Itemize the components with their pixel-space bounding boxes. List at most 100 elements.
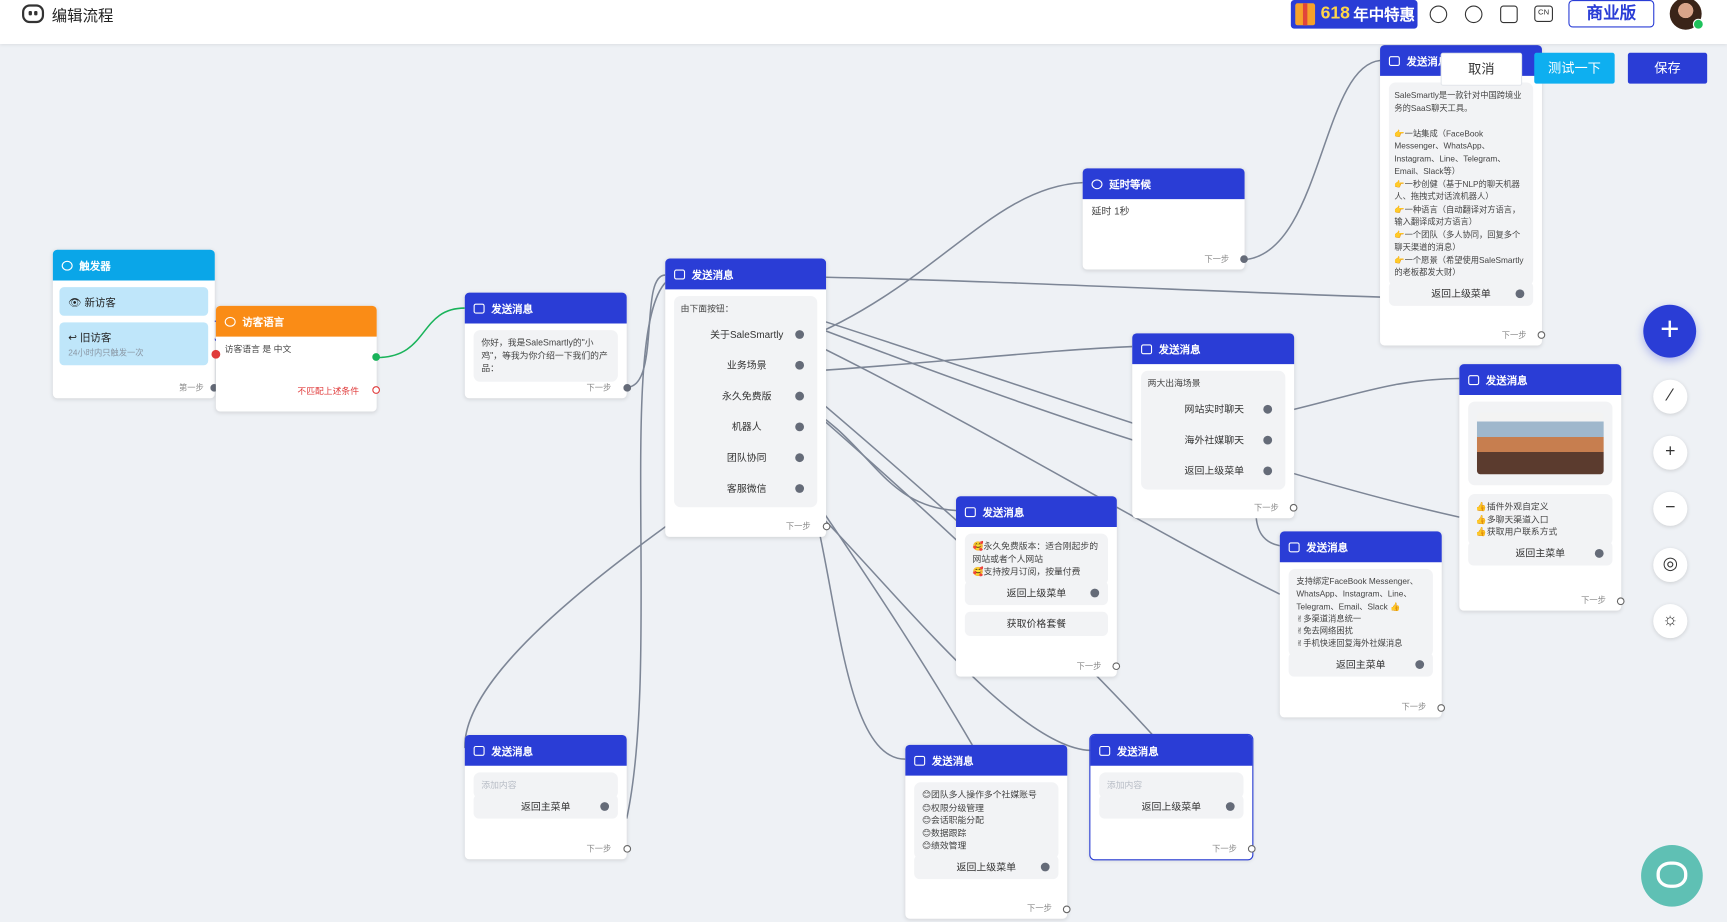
- message-icon: [473, 303, 485, 314]
- menu-out-port[interactable]: [822, 522, 831, 531]
- free-back-button[interactable]: 返回上级菜单: [964, 580, 1109, 605]
- social-out-port[interactable]: [1437, 704, 1446, 712]
- robot-out-port[interactable]: [623, 844, 632, 853]
- menu-option-robot[interactable]: 机器人: [680, 414, 813, 439]
- devices-icon[interactable]: [1500, 5, 1518, 24]
- scenes-option-social[interactable]: 海外社媒聊天: [1147, 427, 1281, 452]
- test-button[interactable]: 测试一下: [1534, 52, 1615, 84]
- condition-match-port[interactable]: [372, 353, 380, 361]
- team-out-port[interactable]: [1062, 905, 1071, 914]
- scenes-message-node[interactable]: 发送消息 两大出海场景 网站实时聊天 海外社媒聊天 返回上级菜单 下一步: [1132, 333, 1298, 519]
- team-message-node[interactable]: 发送消息 😊团队多人操作多个社媒账号 😊权限分级管理 😊会话职能分配 😊数据跟踪…: [905, 744, 1071, 919]
- about-back-button[interactable]: 返回上级菜单: [1388, 281, 1534, 306]
- menu-option-robot-port[interactable]: [795, 421, 805, 431]
- widget-back-port[interactable]: [1594, 548, 1604, 558]
- trigger-new-visitor[interactable]: 👁 新访客: [59, 287, 209, 316]
- widget-back-label: 返回主菜单: [1515, 547, 1566, 559]
- condition-else: 不匹配上述条件: [297, 386, 360, 397]
- about-title: 发送消息: [1406, 56, 1449, 69]
- robot-message-node[interactable]: 发送消息 添加内容 返回主菜单 下一步: [464, 734, 632, 860]
- pie-chart-icon[interactable]: [1464, 5, 1483, 24]
- lightbulb-icon[interactable]: ☼: [1653, 604, 1688, 639]
- trigger-returning-visitor[interactable]: ↩ 旧访客 24小时内只触发一次: [59, 322, 209, 366]
- scenes-option-back-label: 返回上级菜单: [1184, 464, 1245, 476]
- scenes-option-web[interactable]: 网站实时聊天: [1148, 397, 1281, 421]
- about-next: 下一步: [1501, 330, 1527, 340]
- about-back-port[interactable]: [1515, 288, 1525, 298]
- free-out-port[interactable]: [1112, 662, 1121, 671]
- scenes-out-port[interactable]: [1289, 503, 1298, 512]
- menu-option-team-port[interactable]: [795, 452, 805, 462]
- scenes-option-back-port[interactable]: [1263, 465, 1273, 475]
- condition-node[interactable]: 访客语言 访客语言 是 中文 不匹配上述条件: [211, 305, 380, 412]
- social-message-node[interactable]: 发送消息 支持绑定FaceBook Messenger、WhatsApp、Ins…: [1279, 531, 1446, 718]
- plan-badge[interactable]: 商业版: [1568, 0, 1655, 28]
- message-icon: [964, 506, 976, 517]
- wechat-back-button[interactable]: 返回上级菜单: [1099, 793, 1244, 819]
- menu-option-free-port[interactable]: [795, 391, 805, 400]
- scenes-option-social-port[interactable]: [1263, 435, 1273, 444]
- menu-option-team[interactable]: 团队协同: [680, 445, 813, 470]
- magic-wand-icon[interactable]: ⁄: [1653, 379, 1688, 414]
- free-message-node[interactable]: 发送消息 🥰永久免费版本：适合刚起步的网站或者个人网站 🥰支持按月订阅，按量付费…: [956, 496, 1121, 677]
- robot-back-port[interactable]: [600, 801, 610, 811]
- free-price-button[interactable]: 获取价格套餐: [964, 611, 1109, 636]
- cancel-button[interactable]: 取消: [1440, 52, 1523, 86]
- about-message-node[interactable]: 发送消息 SaleSmartly是一款针对中国跨境业务的SaaS聊天工具。 👉一…: [1380, 45, 1546, 346]
- trigger-foot: 第一步: [178, 382, 204, 393]
- compass-icon[interactable]: [1429, 5, 1448, 24]
- menu-option-scenes-port[interactable]: [795, 360, 805, 370]
- menu-option-about-port[interactable]: [795, 329, 805, 339]
- team-back-button[interactable]: 返回上级菜单: [914, 854, 1059, 879]
- promo-banner[interactable]: 618 年中特惠: [1290, 0, 1418, 29]
- menu-message-node[interactable]: 发送消息 由下面按钮： 关于SaleSmartly 业务场景 永久免费版 机器人…: [665, 258, 831, 537]
- menu-option-free[interactable]: 永久免费版: [680, 383, 813, 408]
- intro-message-node[interactable]: 发送消息 你好，我是SaleSmartly的"小鸡"，等我为你介绍一下我们的产品…: [464, 292, 632, 399]
- robot-back-button[interactable]: 返回主菜单: [473, 793, 618, 819]
- intro-out-port[interactable]: [623, 383, 632, 392]
- intro-text: 你好，我是SaleSmartly的"小鸡"，等我为你介绍一下我们的产品：: [473, 330, 618, 382]
- social-back-button[interactable]: 返回主菜单: [1288, 652, 1433, 677]
- scenes-option-web-port[interactable]: [1263, 404, 1273, 414]
- widget-image[interactable]: [1476, 412, 1604, 475]
- free-back-port[interactable]: [1090, 588, 1100, 597]
- menu-option-wechat-port[interactable]: [795, 483, 805, 493]
- about-out-port[interactable]: [1537, 331, 1546, 339]
- scenes-option-back[interactable]: 返回上级菜单: [1147, 458, 1281, 483]
- wechat-back-port[interactable]: [1225, 801, 1235, 811]
- free-title: 发送消息: [982, 507, 1025, 520]
- menu-option-wechat[interactable]: 客服微信: [680, 475, 813, 501]
- delay-out-port[interactable]: [1240, 255, 1248, 263]
- robot-back-label: 返回主菜单: [520, 800, 571, 812]
- wechat-out-port[interactable]: [1247, 844, 1256, 853]
- locate-icon[interactable]: ◎: [1653, 547, 1688, 583]
- widget-out-port[interactable]: [1616, 597, 1625, 606]
- widget-back-button[interactable]: 返回主菜单: [1468, 540, 1613, 565]
- condition-else-port[interactable]: [372, 386, 380, 394]
- menu-option-scenes[interactable]: 业务场景: [680, 352, 813, 377]
- menu-option-about[interactable]: 关于SaleSmartly: [681, 322, 813, 346]
- delay-node[interactable]: 延时等候 延时 1秒 下一步: [1082, 168, 1248, 270]
- wechat-message-node[interactable]: 发送消息 添加内容 返回上级菜单 下一步: [1089, 733, 1256, 861]
- save-button[interactable]: 保存: [1627, 52, 1708, 84]
- timer-icon: [1091, 178, 1103, 189]
- chat-icon: [1656, 861, 1688, 888]
- social-back-port[interactable]: [1415, 659, 1425, 669]
- robot-logo-icon: [22, 4, 45, 24]
- language-icon[interactable]: CN: [1534, 5, 1553, 23]
- trigger-node[interactable]: 触发器 👁 新访客 ↩ 旧访客 24小时内只触发一次 第一步: [52, 249, 219, 399]
- zoom-in-icon[interactable]: +: [1653, 435, 1688, 470]
- avatar[interactable]: [1669, 0, 1704, 30]
- team-back-port[interactable]: [1040, 862, 1050, 871]
- return-icon: ↩: [68, 332, 80, 345]
- widget-message-node[interactable]: 发送消息 👍插件外观自定义 👍多聊天渠道入口 👍获取用户联系方式 返回主菜单 下…: [1459, 364, 1625, 611]
- chat-support-button[interactable]: [1641, 844, 1703, 907]
- add-node-button[interactable]: +: [1643, 304, 1697, 358]
- social-header: 发送消息: [1279, 531, 1442, 563]
- edge-scenes-widget: [1266, 377, 1460, 417]
- delete-link-icon[interactable]: [211, 349, 221, 359]
- scenes-option-web-label: 网站实时聊天: [1184, 403, 1245, 415]
- zoom-out-icon[interactable]: −: [1653, 491, 1688, 526]
- free-text: 🥰永久免费版本：适合刚起步的网站或者个人网站 🥰支持按月订阅，按量付费: [964, 533, 1109, 585]
